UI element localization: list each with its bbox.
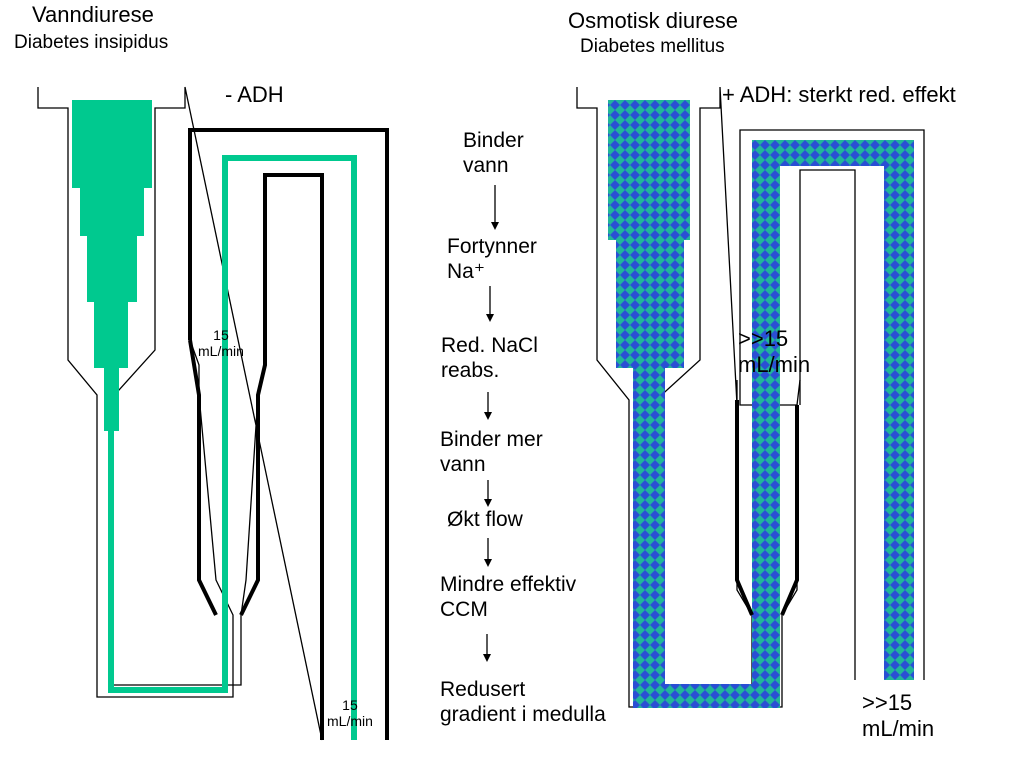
left-title: Vanndiurese (32, 2, 154, 27)
chain-step-4-line-1: Binder mer (440, 428, 543, 451)
left-fluid-block-4 (94, 302, 128, 368)
right-flow-label-2-value: >>15 (862, 690, 913, 715)
chain-step-5-line-1: Økt flow (447, 508, 523, 531)
left-nephron (37, 86, 389, 741)
left-adh-label: - ADH (225, 82, 284, 107)
chain-step-5: Økt flow (447, 508, 523, 533)
left-subtitle: Diabetes insipidus (14, 32, 169, 53)
right-fluid-duct-low (633, 368, 665, 708)
right-thick-wall-right (780, 405, 799, 616)
left-fluid-block-5 (104, 368, 119, 431)
chain-step-2-line-2: Na⁺ (447, 259, 485, 283)
chain-step-1: Binder vann (463, 129, 524, 179)
chain-step-4: Binder mer vann (440, 428, 543, 478)
left-fluid-block-3 (87, 236, 137, 302)
chain-step-7: Redusert gradient i medulla (440, 678, 606, 728)
chain-step-2-line-1: Fortynner (447, 235, 537, 258)
left-fluid-block-1 (72, 100, 152, 188)
right-flow-label-1-value: >>15 (738, 326, 789, 351)
chain-step-6-line-2: CCM (440, 597, 488, 621)
left-thick-ascending-wall (188, 128, 389, 740)
right-flow-label-2-unit: mL/min (862, 715, 935, 741)
left-fluid-block-2 (80, 188, 144, 236)
chain-step-1-line-2: vann (463, 153, 509, 177)
chain-step-6-line-1: Mindre effektiv (440, 573, 577, 596)
chain-step-1-line-1: Binder (463, 129, 524, 152)
right-thick-wall-left (735, 400, 754, 616)
left-flow-label-1: 15 mL/min (198, 327, 244, 359)
chain-step-7-line-2: gradient i medulla (440, 702, 606, 726)
right-title: Osmotisk diurese (568, 8, 738, 33)
right-nephron (576, 86, 925, 708)
chain-step-3: Red. NaCl reabs. (441, 334, 538, 384)
left-flow-label-1-unit: mL/min (198, 343, 244, 360)
right-adh-label: + ADH: sterkt red. effekt (722, 82, 956, 107)
right-flow-label-1: >>15 mL/min (738, 326, 810, 378)
right-fluid-duct-top (608, 100, 690, 240)
left-fluid-line (108, 155, 357, 740)
right-flow-label-1-unit: mL/min (738, 351, 811, 377)
left-flow-label-2: 15 mL/min (327, 697, 373, 729)
flow-arrows (483, 185, 499, 662)
left-descending-wall-inner (239, 173, 324, 740)
chain-step-7-line-1: Redusert (440, 678, 526, 701)
right-fluid-descending (884, 140, 914, 680)
chain-step-3-line-2: reabs. (441, 358, 500, 382)
chain-step-2: Fortynner Na⁺ (447, 235, 537, 285)
right-pointer-right (796, 379, 801, 406)
chain-step-6: Mindre effektiv CCM (440, 573, 576, 623)
left-flow-label-1-value: 15 (213, 327, 229, 343)
left-flow-label-2-value: 15 (342, 697, 358, 713)
right-fluid-ascending (752, 140, 780, 708)
right-fluid-duct-mid (616, 240, 684, 368)
right-subtitle: Diabetes mellitus (580, 36, 725, 57)
chain-step-4-line-2: vann (440, 452, 486, 476)
left-descending-wall-outer (188, 339, 218, 616)
chain-step-3-line-1: Red. NaCl (441, 334, 538, 357)
right-flow-label-2: >>15 mL/min (862, 690, 934, 742)
left-flow-label-2-unit: mL/min (327, 713, 373, 730)
